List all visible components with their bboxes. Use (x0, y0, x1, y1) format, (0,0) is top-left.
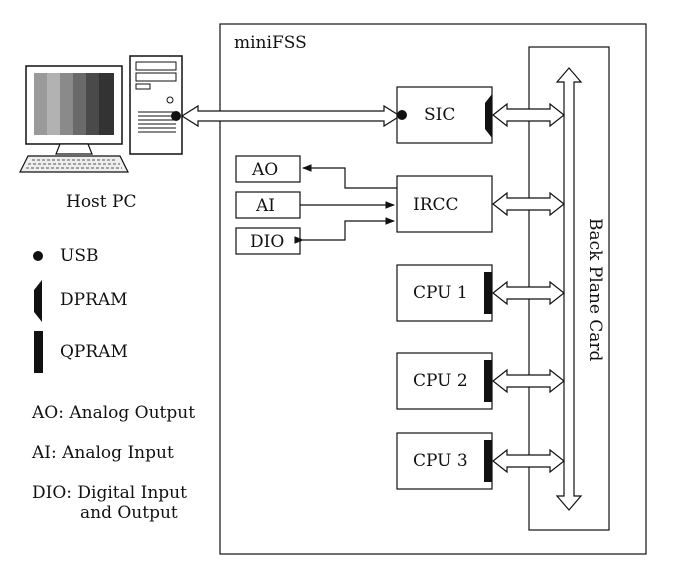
minifss-title: miniFSS (234, 33, 307, 53)
cpu2-bus-link (492, 368, 565, 394)
sic-label: SIC (424, 105, 455, 125)
legend-dpram-icon (34, 280, 42, 322)
cpu1-qpram-icon (484, 272, 492, 314)
dio-label: DIO (250, 232, 284, 252)
legend-qpram-label: QPRAM (60, 342, 128, 362)
cpu1-label: CPU 1 (413, 283, 468, 303)
legend-usb-icon (33, 251, 43, 261)
legend-usb-label: USB (60, 246, 98, 266)
legend-ao-definition: AO: Analog Output (31, 403, 195, 423)
backplane-label: Back Plane Card (585, 218, 605, 362)
host-pc-label: Host PC (66, 192, 136, 212)
ircc-block (396, 175, 493, 233)
cpu3-label: CPU 3 (413, 451, 468, 471)
legend-dpram-label: DPRAM (60, 290, 128, 310)
cpu1-bus-link (492, 280, 565, 306)
ao-label: AO (251, 160, 278, 180)
dio-ircc-line (294, 217, 395, 244)
sic-bus-link (492, 102, 565, 128)
sic-usb-icon (397, 110, 407, 120)
legend-qpram-icon (34, 331, 43, 373)
cpu2-label: CPU 2 (413, 371, 468, 391)
cpu3-bus-link (492, 448, 565, 474)
legend-ai-definition: AI: Analog Input (31, 443, 174, 463)
host-sic-link (180, 104, 402, 128)
cpu3-block (396, 432, 493, 490)
ircc-bus-link (492, 191, 565, 217)
bus-links (492, 102, 565, 474)
backplane-bus-arrow (555, 67, 583, 511)
cpu2-qpram-icon (484, 360, 492, 402)
ircc-label: IRCC (413, 195, 459, 215)
sic-dpram-icon (485, 94, 492, 138)
ai-block (235, 191, 301, 219)
legend-dio-definition-line2: and Output (80, 503, 178, 523)
ircc-ao-line (302, 164, 397, 189)
ai-label: AI (255, 196, 275, 216)
host-pc-icon (19, 55, 183, 173)
cpu3-qpram-icon (484, 440, 492, 482)
ao-block (235, 155, 301, 183)
host-usb-icon (171, 111, 181, 121)
sic-block (396, 86, 493, 144)
minifss-frame (219, 23, 647, 555)
legend-dio-definition-line1: DIO: Digital Input (32, 483, 187, 503)
